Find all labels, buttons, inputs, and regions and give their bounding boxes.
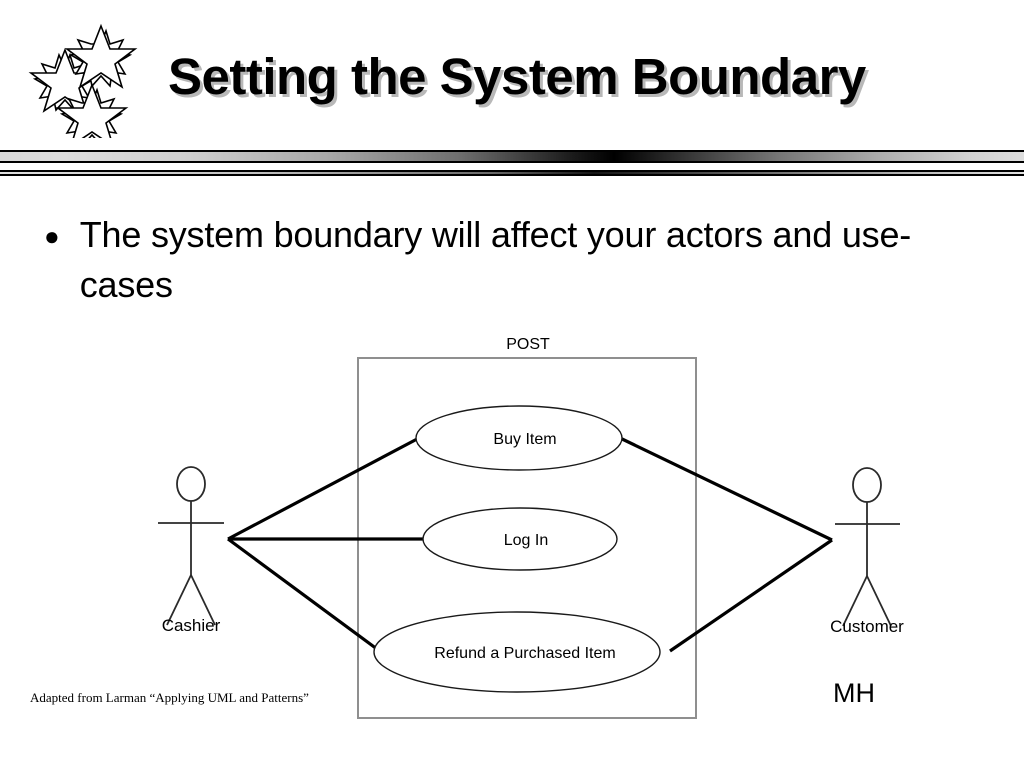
use-case-log-in[interactable]	[422, 507, 618, 571]
three-stars-logo	[8, 6, 138, 148]
actor-cashier-head-icon	[176, 466, 206, 502]
list-item: ● The system boundary will affect your a…	[44, 210, 964, 310]
actor-cashier[interactable]: Cashier	[158, 466, 224, 635]
actor-customer-right-leg	[866, 575, 892, 627]
actor-customer[interactable]: Customer	[830, 467, 904, 636]
slide-header: Setting the System Boundary	[0, 0, 1024, 148]
actor-customer-left-leg	[842, 575, 868, 627]
actor-cashier-left-leg	[166, 574, 192, 626]
association-customer-buy-item	[619, 436, 833, 542]
actor-cashier-right-leg	[190, 574, 216, 626]
association-cashier-refund	[227, 537, 382, 654]
actor-customer-label: Customer	[830, 617, 904, 636]
system-boundary-label: POST	[506, 336, 550, 353]
page-title: Setting the System Boundary	[168, 48, 866, 105]
use-case-buy-item-label: Buy Item	[493, 431, 556, 448]
bullet-list: ● The system boundary will affect your a…	[44, 210, 964, 310]
use-case-diagram: POST Buy Item Log In Refund a Purchased …	[0, 320, 1024, 740]
bullet-marker-icon: ●	[44, 221, 60, 251]
bullet-text: The system boundary will affect your act…	[79, 214, 912, 305]
author-initials: MH	[833, 678, 875, 708]
use-case-log-in-label: Log In	[504, 532, 548, 549]
actor-cashier-label: Cashier	[162, 616, 221, 635]
use-case-refund-purchased-item[interactable]	[373, 611, 661, 693]
use-case-refund-purchased-item-label: Refund a Purchased Item	[434, 645, 615, 662]
header-divider-thick	[0, 150, 1024, 163]
association-cashier-buy-item	[227, 436, 420, 541]
use-case-buy-item[interactable]	[415, 405, 623, 471]
actor-customer-head-icon	[852, 467, 882, 503]
source-credit: Adapted from Larman “Applying UML and Pa…	[30, 690, 309, 705]
header-divider-thin	[0, 170, 1024, 176]
association-customer-refund	[669, 538, 833, 653]
